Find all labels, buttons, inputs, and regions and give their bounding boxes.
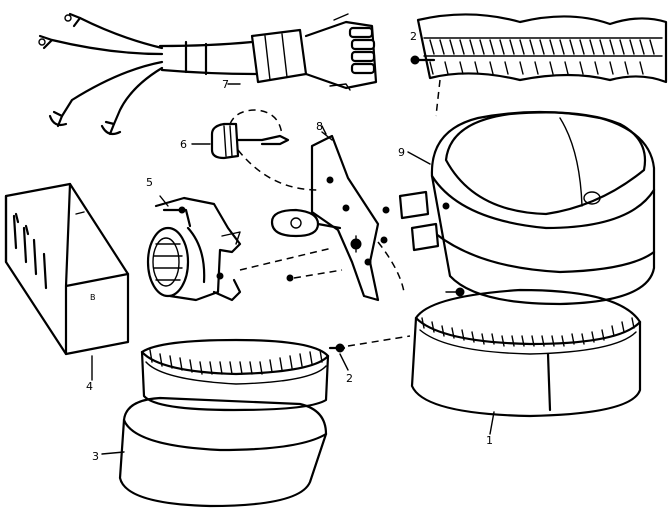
callout-2-top: 2 [410, 30, 417, 43]
part-8-bracket [270, 125, 405, 302]
cover-mark: B [90, 293, 96, 302]
callout-2-lower: 2 [346, 372, 353, 385]
part-9-blower [380, 110, 656, 306]
callout-9: 9 [398, 146, 405, 159]
callout-5: 5 [146, 176, 153, 189]
part-5-motor [146, 195, 333, 302]
part-3-duct [101, 338, 330, 508]
callout-6: 6 [180, 138, 187, 151]
part-1-collar [410, 288, 642, 435]
part-2-screw [328, 335, 411, 371]
part-4-cover [4, 182, 130, 381]
callout-labels: 1 2 2 3 4 5 6 7 8 9 B [86, 30, 493, 463]
part-2-housing-shield [410, 13, 668, 117]
callout-1: 1 [486, 434, 493, 447]
callout-3: 3 [92, 450, 99, 463]
part-7-wire-harness [38, 12, 378, 136]
callout-8: 8 [316, 120, 323, 133]
callout-4: 4 [86, 380, 93, 393]
part-6-limit-switch [191, 109, 319, 191]
motor-screw [286, 269, 343, 282]
callout-7: 7 [222, 78, 229, 91]
